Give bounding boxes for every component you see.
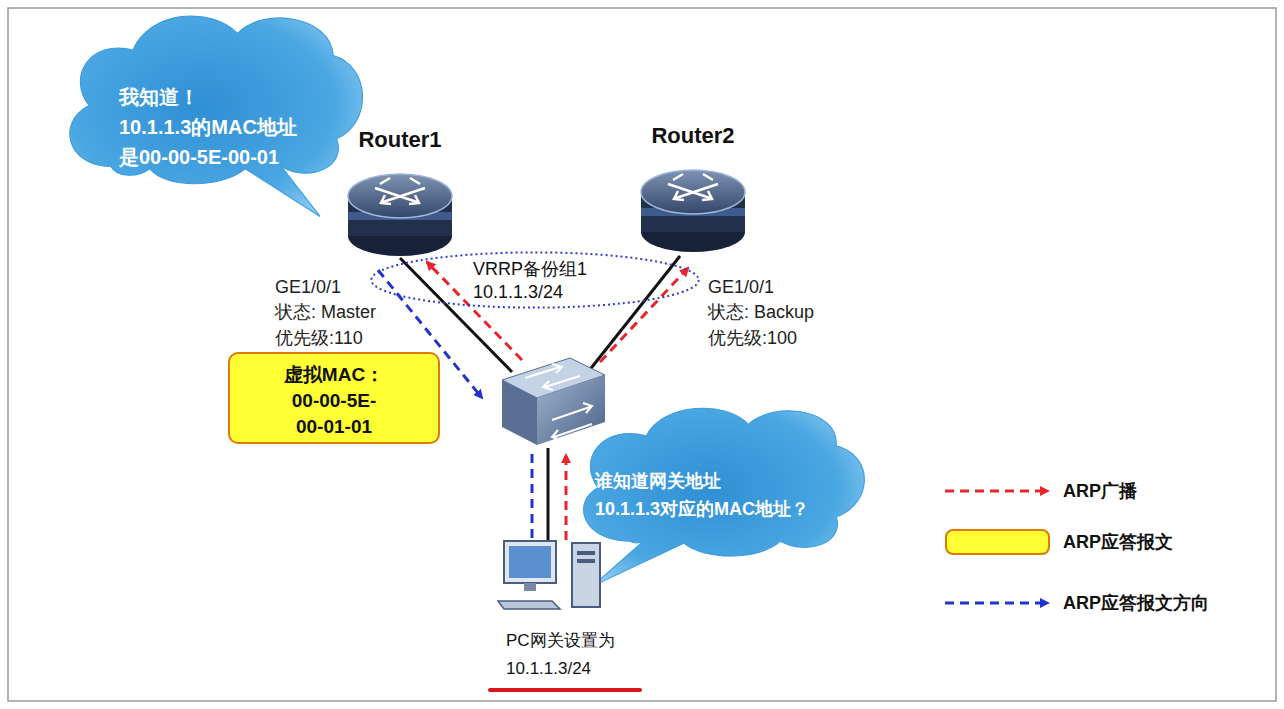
port-label: 优先级:110 [275,327,363,349]
text-group: PC网关设置为 10.1.1.3/24 [506,627,615,683]
node-text: PC网关设置为 10.1.1.3/24 [506,627,615,683]
text-group: VRRP备份组1 10.1.1.3/24 [473,258,587,304]
frame [8,8,1276,701]
link-line [547,448,550,545]
legend-swatch [945,529,1050,555]
switch-icon [502,358,605,445]
legend-text: ARP应答报文 [1063,530,1173,554]
underline [490,688,640,692]
link-line [588,256,680,372]
node-text: VRRP备份组1 10.1.1.3/24 [473,258,587,304]
router-node: Router2 [638,122,748,264]
node-text: Router2 [651,122,734,150]
cloud-shape [45,0,375,222]
text-group: 我知道！ 10.1.1.3的MAC地址 是00-00-5E-00-01 [119,82,297,172]
cloud-shape [555,395,877,590]
node-text: Router1 [358,126,441,154]
speech-cloud: 我知道！ 10.1.1.3的MAC地址 是00-00-5E-00-01 [45,0,375,222]
port-label: GE1/0/1 [708,276,774,298]
port-label: 状态: Master [275,301,376,323]
arp-broadcast-arrow [600,268,688,362]
node-text: 虚拟MAC： 00-00-5E-00-01-01 [284,362,384,440]
pc-node: PC网关设置为 10.1.1.3/24 [490,535,640,683]
text-group: Router1 [345,126,455,154]
arp-broadcast-arrow [565,455,568,540]
port-label: 优先级:100 [708,327,797,349]
arp-reply-arrow [531,454,534,554]
speech-cloud: 谁知道网关地址 10.1.1.3对应的MAC地址？ [555,395,877,590]
text-group: 谁知道网关地址 10.1.1.3对应的MAC地址？ [595,467,809,523]
text-group: 虚拟MAC： 00-00-5E-00-01-01 [230,362,438,440]
legend-line-sample [945,490,1048,493]
node-text: 谁知道网关地址 10.1.1.3对应的MAC地址？ [595,467,809,523]
legend-text: ARP广播 [1063,479,1137,503]
router-node: Router1 [345,126,455,268]
port-label: GE1/0/1 [275,276,341,298]
vrrp-group: VRRP备份组1 10.1.1.3/24 [368,250,702,310]
port-label: 状态: Backup [708,301,814,323]
virtual-mac-box: 虚拟MAC： 00-00-5E-00-01-01 [228,352,440,444]
node-text: 我知道！ 10.1.1.3的MAC地址 是00-00-5E-00-01 [119,82,297,172]
legend-line-sample [945,602,1048,605]
text-group: Router2 [638,122,748,150]
legend-text: ARP应答报文方向 [1063,591,1209,615]
